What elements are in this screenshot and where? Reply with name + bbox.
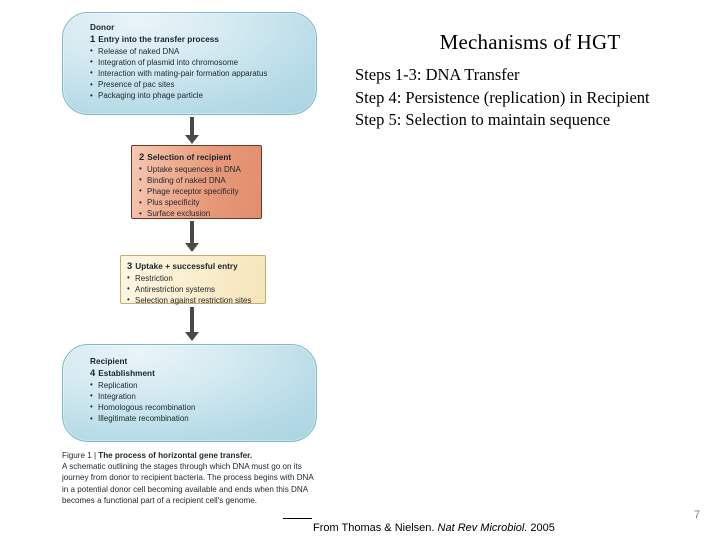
list-item: Integration — [90, 390, 316, 402]
arrow-shaft — [190, 117, 194, 136]
box4-step-number: 4 — [90, 367, 96, 378]
figure-caption-lead: Figure 1 | — [62, 451, 99, 460]
list-item: Surface exclusion — [139, 208, 261, 219]
slide-body-line-3: Step 5: Selection to maintain sequence — [355, 110, 611, 129]
box1-item-list: Release of naked DNA Integration of plas… — [90, 45, 316, 102]
list-item: Illegitimate recombination — [90, 413, 316, 424]
slide-body-line-2: Step 4: Persistence (replication) in Rec… — [355, 87, 650, 107]
figure-caption-bold: The process of horizontal gene transfer. — [98, 451, 253, 460]
box4-item-list: Replication Integration Homologous recom… — [90, 379, 316, 425]
list-item: Uptake sequences in DNA — [139, 163, 261, 175]
figure-caption-body: A schematic outlining the stages through… — [62, 462, 314, 505]
list-item: Phage receptor specificity — [139, 185, 261, 197]
box2-item-list: Uptake sequences in DNA Binding of naked… — [139, 163, 261, 220]
list-item: Homologous recombination — [90, 401, 316, 413]
list-item: Release of naked DNA — [90, 45, 316, 57]
box1-step-number: 1 — [90, 33, 96, 44]
list-item: Packaging into phage particle — [90, 90, 316, 101]
source-authors: From Thomas & Nielsen. — [313, 522, 438, 534]
down-arrow-icon — [184, 117, 200, 144]
slide-body-line-1: Steps 1-3: DNA Transfer — [355, 65, 520, 84]
down-arrow-icon — [184, 221, 200, 253]
list-item: Presence of pac sites — [90, 79, 316, 90]
list-item: Integration of plasmid into chromosome — [90, 56, 316, 68]
list-item: Interaction with mating-pair formation a… — [90, 67, 316, 79]
list-item: Plus specificity — [139, 197, 261, 208]
page-title: Mechanisms of HGT — [439, 30, 621, 54]
box4-header: Recipient — [90, 357, 128, 366]
box3-item-list: Restriction Antirestriction systems Sele… — [127, 272, 265, 307]
page-number: 7 — [694, 509, 701, 521]
footer-divider — [283, 518, 312, 519]
arrow-head — [185, 243, 199, 252]
box1-step-label: Entry into the transfer process — [98, 35, 220, 44]
box2-step-label: Selection of recipient — [147, 153, 232, 162]
list-item: Replication — [90, 379, 316, 391]
box3-step-number: 3 — [127, 260, 133, 271]
arrow-head — [185, 332, 199, 341]
box4-step-label: Establishment — [98, 369, 155, 378]
source-year: 2005 — [527, 522, 555, 534]
down-arrow-icon — [184, 307, 200, 342]
box2-step-number: 2 — [139, 151, 145, 162]
box1-header: Donor — [90, 23, 115, 32]
source-citation: From Thomas & Nielsen. Nat Rev Microbiol… — [313, 521, 555, 535]
arrow-head — [185, 135, 199, 144]
list-item: Binding of naked DNA — [139, 174, 261, 186]
list-item: Restriction — [127, 272, 265, 284]
slide-body-text: Steps 1-3: DNA Transfer Step 4: Persiste… — [355, 64, 707, 132]
arrow-shaft — [190, 307, 194, 333]
list-item: Antirestriction systems — [127, 283, 265, 295]
box3-step-label: Uptake + successful entry — [135, 262, 238, 271]
figure-caption: Figure 1 | The process of horizontal gen… — [62, 450, 318, 506]
source-journal: Nat Rev Microbiol. — [437, 522, 528, 534]
arrow-shaft — [190, 221, 194, 244]
list-item: Selection against restriction sites — [127, 294, 265, 306]
